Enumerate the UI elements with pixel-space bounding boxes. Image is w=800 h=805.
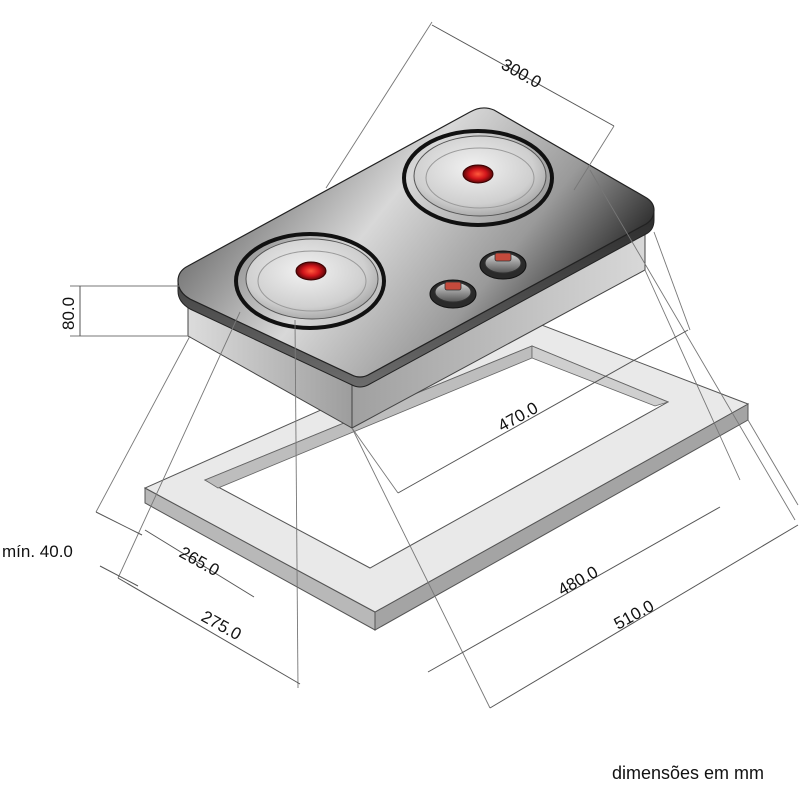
dim-line-width-top	[431, 24, 615, 127]
units-note: dimensões em mm	[612, 763, 765, 783]
dim-label-cutout-depth: 265.0	[176, 543, 222, 580]
burner-back-right	[402, 129, 554, 227]
dim-line-cutout-depth	[144, 529, 255, 598]
frame-inner-right-lip	[531, 345, 670, 407]
dim-label-cutout-length: 470.0	[495, 398, 541, 435]
burner-ring	[402, 129, 554, 227]
knob-grip	[494, 252, 512, 262]
control-knob-right	[479, 250, 527, 280]
dimension-lines	[70, 21, 799, 709]
cooktop-unit	[177, 107, 655, 429]
burner-front-left	[234, 232, 386, 330]
hotspot-indicator	[295, 261, 327, 281]
dim-line-min-clearance	[95, 511, 143, 536]
dim-label-height: 80.0	[59, 297, 78, 330]
burner-plate-rim	[257, 250, 367, 312]
dim-label-overall-length: 510.0	[611, 596, 657, 633]
control-knob-left	[429, 279, 477, 309]
dim-label-min-clearance: mín. 40.0	[2, 542, 73, 561]
dim-label-frame-length: 480.0	[555, 562, 601, 599]
burner-plate-rim	[425, 147, 535, 209]
dim-line-frame-depth	[117, 577, 301, 685]
knob-grip	[444, 281, 462, 291]
dim-line-overall-length	[489, 524, 799, 709]
burner-ring	[234, 232, 386, 330]
dim-line-cutout-length	[397, 329, 689, 494]
dim-line-frame-length	[427, 506, 721, 673]
hotspot-indicator	[462, 164, 494, 184]
dim-label-width-top: 300.0	[498, 55, 544, 92]
